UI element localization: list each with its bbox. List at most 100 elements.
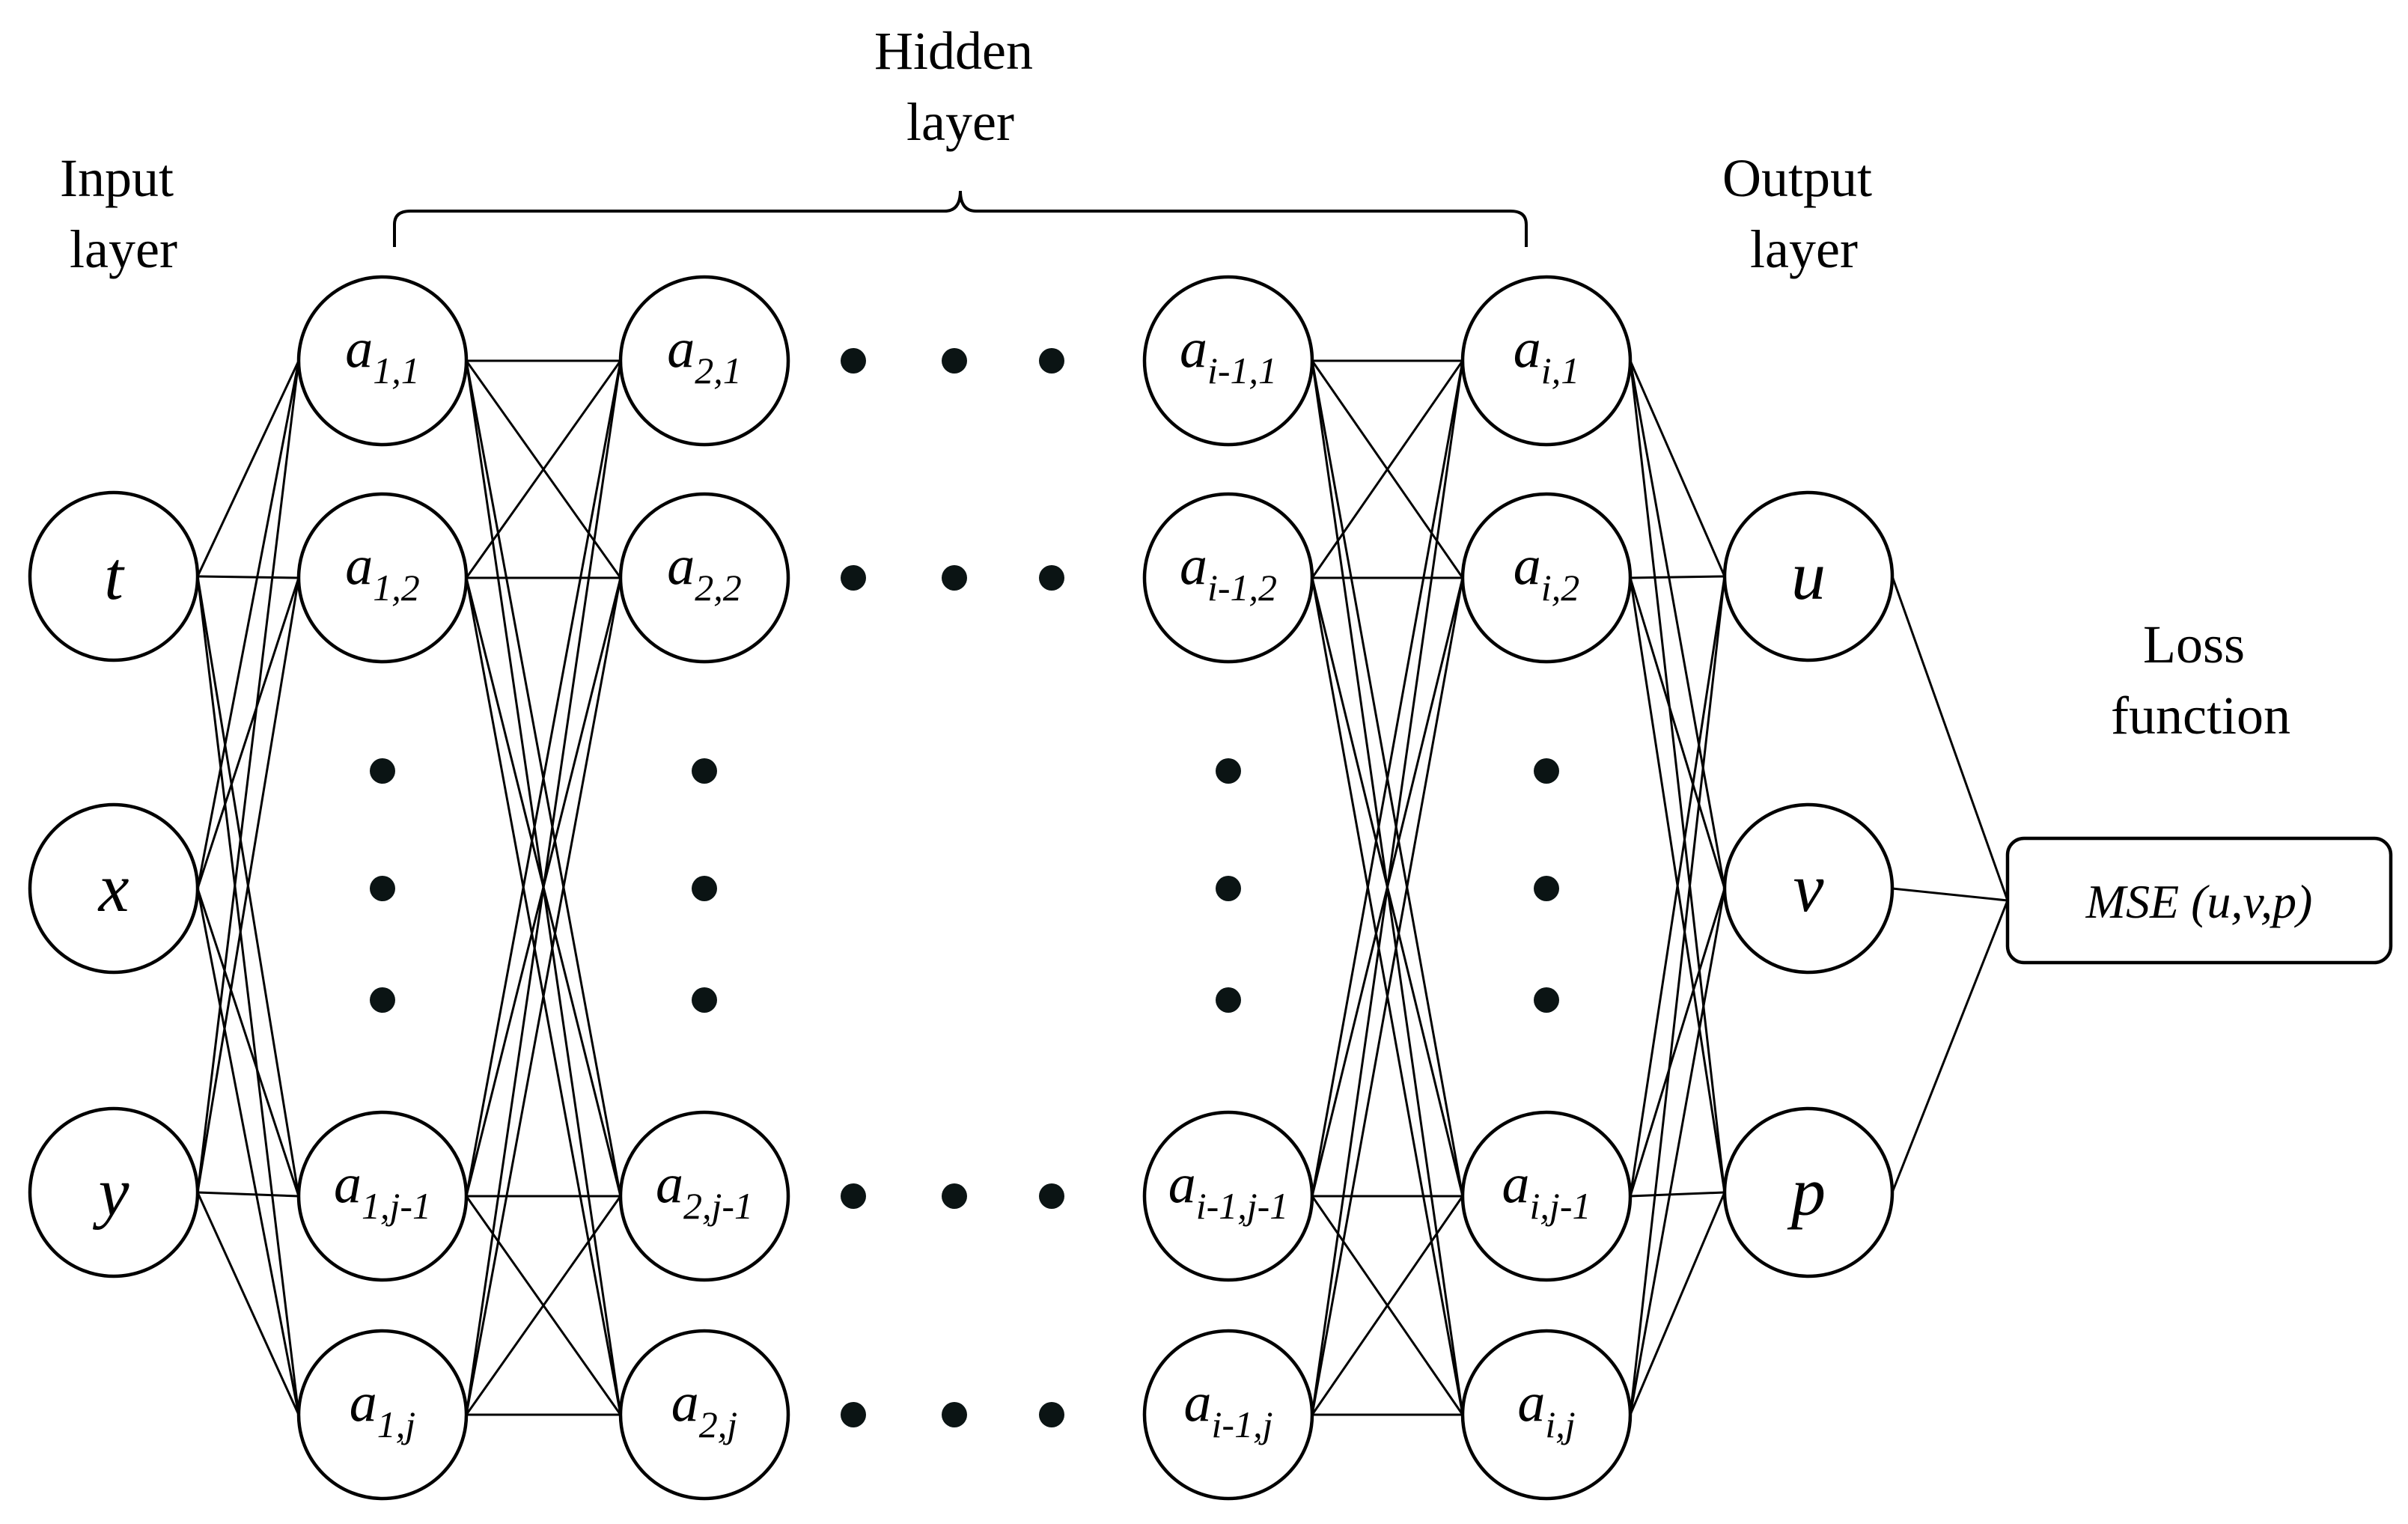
output-node-u-circle bbox=[1722, 490, 1895, 662]
edge-h4-0-out-0 bbox=[1629, 360, 1726, 577]
loss-function-label-line1: Loss bbox=[2143, 615, 2245, 674]
horizontal-ellipsis-dot-row3-1 bbox=[942, 1402, 967, 1427]
edge-h3-2-h4-0 bbox=[1311, 360, 1464, 1197]
edge-input-1-h1-2 bbox=[196, 888, 300, 1197]
hidden-node-4-1-subscript: i,1 bbox=[1541, 350, 1579, 391]
hidden-node-3-1-base: a bbox=[1180, 318, 1207, 380]
hidden-node-2-4-circle bbox=[618, 1329, 790, 1501]
hidden-node-2-3-subscript: 2,j-1 bbox=[683, 1185, 753, 1227]
hidden-node-2-2-circle bbox=[618, 492, 790, 664]
horizontal-ellipsis-dot-row1-2 bbox=[1039, 565, 1064, 591]
hidden-node-2-1-label: a2,1 bbox=[667, 318, 742, 391]
hidden-node-1-2-circle bbox=[296, 492, 469, 664]
hidden-node-1-3-label: a1,j-1 bbox=[334, 1153, 431, 1227]
hidden-node-1-4-circle bbox=[296, 1329, 469, 1501]
edge-h1-1-h2-0 bbox=[465, 360, 622, 579]
vertical-ellipsis-dot-h4-0 bbox=[1534, 758, 1559, 784]
vertical-ellipsis-dot-h1-1 bbox=[370, 876, 395, 901]
edge-h4-2-out-0 bbox=[1629, 576, 1726, 1197]
hidden-node-1-1-label: a1,1 bbox=[345, 318, 420, 391]
hidden-node-3-4-circle bbox=[1142, 1329, 1314, 1501]
hidden-node-2-3-base: a bbox=[656, 1153, 683, 1215]
horizontal-ellipsis-dot-row1-0 bbox=[841, 565, 866, 591]
hidden-node-2-2-base: a bbox=[667, 535, 695, 597]
hidden-node-4-4-base: a bbox=[1517, 1372, 1545, 1433]
nodes-layer: txyuvpa1,1a1,2a1,j-1a1,ja2,1a2,2a2,j-1a2… bbox=[28, 275, 1895, 1501]
hidden-node-2-2-subscript: 2,2 bbox=[695, 567, 742, 609]
hidden-node-4-4-label: ai,j bbox=[1517, 1372, 1575, 1445]
edge-h4-0-out-2 bbox=[1629, 360, 1726, 1193]
edge-h3-3-h4-0 bbox=[1311, 360, 1464, 1415]
hidden-layer-brace bbox=[393, 190, 1528, 247]
hidden-node-2-3-circle bbox=[618, 1110, 790, 1282]
output-layer-label-line2: layer bbox=[1750, 219, 1858, 279]
input-layer-label-line1: Input bbox=[60, 148, 174, 208]
input-node-y-label: y bbox=[93, 1153, 129, 1230]
hidden-node-3-2-label: ai-1,2 bbox=[1180, 535, 1277, 609]
hidden-node-2-1-subscript: 2,1 bbox=[695, 350, 742, 391]
input-node-t-circle bbox=[28, 490, 200, 662]
vertical-ellipsis-dot-h2-0 bbox=[692, 758, 717, 784]
hidden-layer-label-line1: Hidden bbox=[874, 21, 1033, 81]
output-node-p-circle bbox=[1722, 1106, 1895, 1278]
hidden-node-3-2-circle bbox=[1142, 492, 1314, 664]
edge-input-2-h1-1 bbox=[196, 577, 300, 1193]
input-layer-label-line2: layer bbox=[70, 219, 177, 279]
hidden-node-2-1-circle bbox=[618, 275, 790, 447]
hidden-node-4-2-base: a bbox=[1514, 535, 1541, 597]
hidden-node-4-3-circle bbox=[1460, 1110, 1633, 1282]
loss-function-label: Loss function bbox=[2111, 615, 2290, 746]
horizontal-ellipsis-dot-row0-0 bbox=[841, 348, 866, 374]
hidden-node-3-3-subscript: i-1,j-1 bbox=[1196, 1185, 1289, 1227]
loss-function-label-line2: function bbox=[2111, 686, 2290, 746]
hidden-node-1-3-subscript: 1,j-1 bbox=[362, 1185, 431, 1227]
output-layer-label: Output layer bbox=[1722, 148, 1886, 279]
vertical-ellipsis-dot-h2-1 bbox=[692, 876, 717, 901]
hidden-node-1-4-base: a bbox=[350, 1372, 377, 1433]
hidden-node-2-4-subscript: 2,j bbox=[699, 1403, 737, 1445]
edge-input-1-h1-0 bbox=[196, 360, 300, 889]
hidden-node-2-1-base: a bbox=[667, 318, 695, 380]
hidden-node-4-2-label: ai,2 bbox=[1514, 535, 1579, 609]
edge-h4-3-out-1 bbox=[1629, 888, 1726, 1415]
output-node-p-label: p bbox=[1787, 1153, 1826, 1230]
hidden-node-1-4-label: a1,j bbox=[350, 1372, 415, 1445]
output-node-v-circle bbox=[1722, 802, 1895, 975]
vertical-ellipsis-dot-h3-1 bbox=[1216, 876, 1241, 901]
hidden-node-2-4-base: a bbox=[671, 1372, 699, 1433]
hidden-node-4-3-subscript: i,j-1 bbox=[1530, 1185, 1591, 1227]
hidden-node-3-4-base: a bbox=[1184, 1372, 1212, 1433]
hidden-node-1-2-base: a bbox=[345, 535, 373, 597]
edge-h4-2-out-2 bbox=[1630, 1191, 1725, 1198]
ellipsis-dots-layer bbox=[370, 348, 1559, 1427]
vertical-ellipsis-dot-h2-2 bbox=[692, 987, 717, 1013]
edge-h4-1-out-0 bbox=[1630, 575, 1725, 579]
output-node-u-label: u bbox=[1791, 537, 1826, 614]
hidden-node-3-1-circle bbox=[1142, 275, 1314, 447]
edge-h4-0-out-1 bbox=[1629, 360, 1726, 889]
horizontal-ellipsis-dot-row0-2 bbox=[1039, 348, 1064, 374]
edge-out-2-loss bbox=[1891, 900, 2009, 1193]
edge-h3-3-h4-2 bbox=[1311, 1195, 1464, 1415]
edge-h3-1-h4-0 bbox=[1311, 360, 1464, 579]
edge-input-2-h1-0 bbox=[196, 360, 300, 1193]
loss-box-label: MSE (u,v,p) bbox=[2085, 875, 2313, 928]
horizontal-ellipsis-dot-row1-1 bbox=[942, 565, 967, 591]
hidden-node-4-3-base: a bbox=[1502, 1153, 1530, 1215]
input-node-x-label: x bbox=[97, 850, 129, 926]
edge-input-0-h1-0 bbox=[196, 360, 300, 577]
hidden-node-3-1-subscript: i-1,1 bbox=[1207, 350, 1277, 391]
horizontal-ellipsis-dot-row2-1 bbox=[942, 1183, 967, 1209]
loss-box bbox=[2005, 836, 2393, 965]
input-layer-label: Input layer bbox=[60, 148, 187, 279]
edge-out-0-loss bbox=[1891, 576, 2009, 901]
hidden-node-1-2-subscript: 1,2 bbox=[373, 567, 420, 609]
loss-box-args: (u,v,p) bbox=[2191, 875, 2312, 928]
hidden-node-1-3-base: a bbox=[334, 1153, 362, 1215]
horizontal-ellipsis-dot-row3-2 bbox=[1039, 1402, 1064, 1427]
input-node-t-label: t bbox=[104, 537, 125, 614]
edge-h4-3-out-0 bbox=[1629, 576, 1726, 1415]
hidden-node-3-3-label: ai-1,j-1 bbox=[1168, 1153, 1289, 1227]
hidden-node-2-2-label: a2,2 bbox=[667, 535, 742, 609]
